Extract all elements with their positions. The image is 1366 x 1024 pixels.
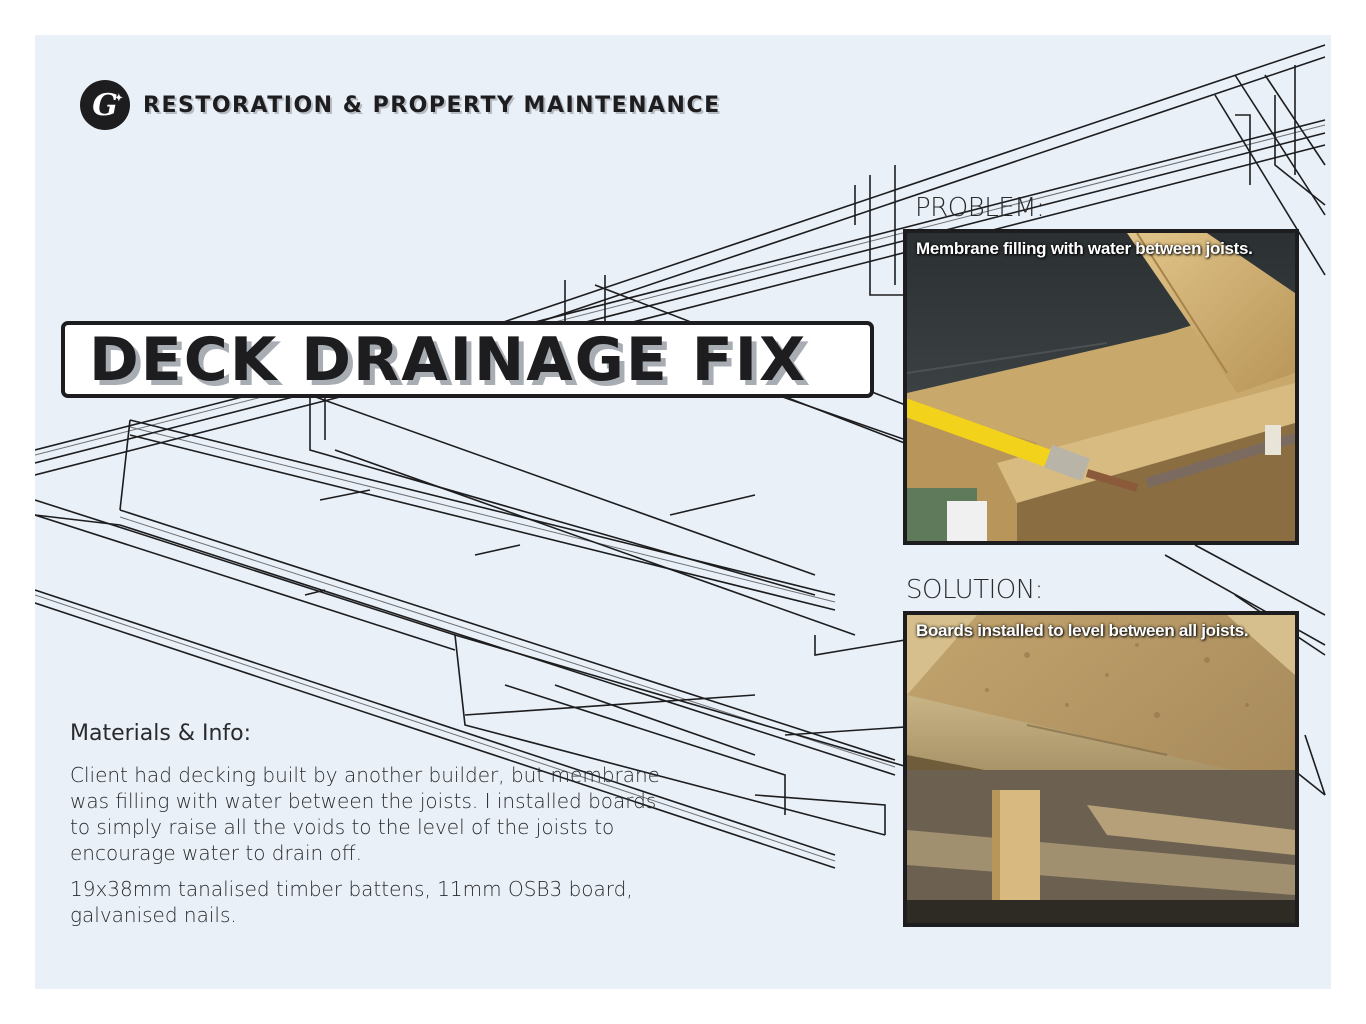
solution-caption: Boards installed to level between all jo… — [916, 621, 1249, 640]
info-heading: Materials & Info: — [70, 721, 252, 746]
solution-photo: Boards installed to level between all jo… — [903, 611, 1299, 927]
logo-spark-icon: ✦ — [114, 93, 123, 104]
solution-label: SOLUTION: — [906, 575, 1043, 605]
logo-letter: G — [92, 87, 118, 123]
poster-sheet: G ✦ RESTORATION & PROPERTY MAINTENANCE D… — [35, 35, 1331, 989]
title-banner: DECK DRAINAGE FIX — [61, 321, 874, 398]
brand-header: G ✦ RESTORATION & PROPERTY MAINTENANCE — [80, 80, 721, 130]
logo-mark: G ✦ — [80, 80, 130, 130]
info-materials: 19x38mm tanalised timber battens, 11mm O… — [70, 877, 633, 927]
problem-caption: Membrane filling with water between jois… — [916, 239, 1253, 258]
materials-info: Materials & Info: Client had decking bui… — [70, 721, 670, 938]
info-description: Client had decking built by another buil… — [70, 763, 660, 865]
problem-label: PROBLEM: — [915, 193, 1045, 223]
solution-photo-image — [907, 615, 1295, 923]
page-title: DECK DRAINAGE FIX — [89, 324, 808, 395]
brand-name: RESTORATION & PROPERTY MAINTENANCE — [143, 92, 721, 118]
problem-photo-image — [907, 233, 1295, 541]
problem-photo: Membrane filling with water between jois… — [903, 229, 1299, 545]
